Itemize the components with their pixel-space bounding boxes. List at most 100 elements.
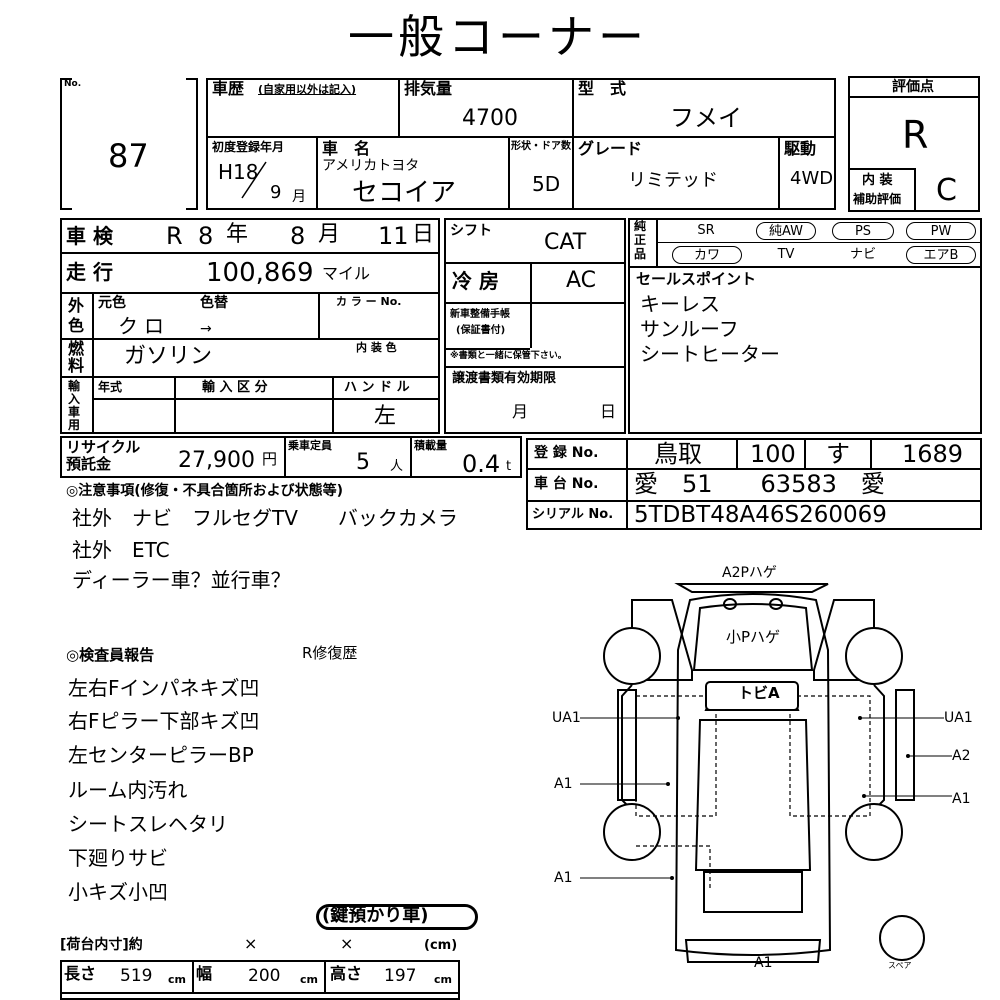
inspector-line-4: ルーム内汚れ <box>68 778 188 802</box>
import-type-label: 輸 入 区 分 <box>202 380 268 395</box>
car-maker: アメリカトヨタ <box>322 158 420 174</box>
registration-box <box>526 438 982 530</box>
import-label-2: 入 <box>68 392 81 406</box>
registration-class: 100 <box>750 440 796 468</box>
notes-line-2: 社外 ETC <box>72 538 170 562</box>
changed-color-arrow: → <box>200 321 212 337</box>
original-color-label: 元色 <box>98 295 126 311</box>
key-badge-text: (鍵預かり車) <box>322 905 429 926</box>
sales-point-1: キーレス <box>640 292 720 316</box>
model-code-value: フメイ <box>670 104 742 132</box>
car-name-label: 車 名 <box>322 139 371 158</box>
cargo-height-cm: cm <box>434 973 452 986</box>
inspection-day-unit: 日 <box>412 222 435 247</box>
notes-label: ◎注意事項(修復・不具合箇所および状態等) <box>66 483 344 499</box>
inspector-line-1: 左右Fインパネキズ凹 <box>68 676 260 700</box>
color-no-label: カ ラ ー No. <box>336 295 402 308</box>
diagram-a2p: A2Pハゲ <box>722 565 777 581</box>
genuine-label-1: 純 <box>634 219 647 233</box>
inspection-month-unit: 月 <box>318 222 341 247</box>
ac-label: 冷 房 <box>452 269 499 293</box>
inspection-day: 11 <box>378 222 409 250</box>
capacity-label: 乗車定員 <box>288 439 332 452</box>
sales-points-label: セールスポイント <box>636 270 757 288</box>
diagram-windshield: トビA <box>738 684 780 702</box>
equipment-box <box>444 218 626 434</box>
history-note: (自家用以外は記入) <box>258 83 357 96</box>
first-registration-month: 9 <box>270 182 282 203</box>
maintenance-label2: (保証書付) <box>456 325 506 336</box>
handle-value: 左 <box>374 404 397 429</box>
notes-line-3: ディーラー車？並行車？ <box>72 568 291 592</box>
lot-label: No. <box>64 79 82 89</box>
transfer-docs-label: 譲渡書類有効期限 <box>452 371 557 386</box>
option-leather: カワ <box>672 246 742 264</box>
car-name-value: セコイア <box>352 178 457 208</box>
first-registration-month-unit: 月 <box>292 189 306 205</box>
inspector-line-3: 左センターピラーBP <box>68 743 254 767</box>
interior-rating-label2: 補助評価 <box>853 192 902 206</box>
date-slash <box>241 161 267 199</box>
chassis-value: 愛 51 63583 愛 <box>634 470 885 498</box>
maintenance-note: ※書類と一緒に保管下さい。 <box>450 351 567 361</box>
options-box <box>628 218 982 434</box>
grade-label: グレード <box>578 139 643 158</box>
drive-label: 駆動 <box>784 139 817 158</box>
inspector-line-5: シートスレヘタリ <box>68 812 228 836</box>
shift-label: シフト <box>450 223 492 239</box>
inspection-box <box>60 218 440 434</box>
registration-number: 1689 <box>902 440 964 468</box>
mileage-unit: マイル <box>322 264 371 283</box>
import-year-label: 年式 <box>98 380 123 394</box>
body-value: 5D <box>532 172 561 196</box>
diagram-left-1: UA1 <box>552 710 581 726</box>
transfer-docs-day-unit: 日 <box>600 402 617 421</box>
drive-value: 4WD <box>790 168 834 189</box>
inspector-line-6: 下廻りサビ <box>68 846 168 870</box>
ac-value: AC <box>566 268 597 293</box>
handle-label: ハ ン ド ル <box>344 380 410 395</box>
mileage-label: 走 行 <box>66 260 113 284</box>
exterior-label-1: 外 <box>68 296 85 315</box>
option-sr: SR <box>697 223 715 238</box>
serial-label: シリアル No. <box>532 507 614 522</box>
registration-region: 鳥取 <box>654 440 702 468</box>
notes-line-1: 社外 ナビ フルセグTV バックカメラ <box>72 506 458 530</box>
option-ps: PS <box>832 222 894 240</box>
registration-label: 登 録 No. <box>534 445 599 461</box>
capacity-value: 5 <box>356 450 370 475</box>
option-genuine-aw: 純AW <box>756 222 816 240</box>
cargo-length-cm: cm <box>168 973 186 986</box>
import-label-4: 用 <box>68 418 81 432</box>
diagram-roof: 小Pハゲ <box>726 628 781 646</box>
recycle-box <box>60 436 522 478</box>
inspection-label: 車 検 <box>66 224 113 248</box>
cargo-height: 197 <box>384 966 417 986</box>
lot-bracket-left <box>60 78 72 210</box>
model-code-label: 型 式 <box>578 79 627 98</box>
recycle-label: リサイクル <box>66 438 141 456</box>
inspector-line-2: 右Fピラー下部キズ凹 <box>68 709 260 733</box>
import-label-1: 輸 <box>68 379 81 393</box>
cargo-times-1: × <box>244 934 258 953</box>
vehicle-info-box <box>206 78 836 210</box>
mileage-value: 100,869 <box>206 258 314 288</box>
displacement-label: 排気量 <box>404 79 453 98</box>
serial-value: 5TDBT48A46S260069 <box>634 502 887 528</box>
interior-rating-value: C <box>936 173 957 208</box>
cargo-times-2: × <box>340 934 354 953</box>
diagram-rear: A1 <box>754 955 773 971</box>
interior-color-label: 内 装 色 <box>356 341 397 354</box>
fuel-label-2: 料 <box>68 356 85 375</box>
load-value: 0.4 <box>462 450 501 478</box>
inspection-era: R <box>166 222 183 250</box>
transfer-docs-month-unit: 月 <box>512 402 529 421</box>
changed-color-label: 色替 <box>200 295 228 311</box>
cargo-unit: (cm) <box>424 938 458 953</box>
diagram-spare: スペア <box>888 961 912 970</box>
displacement-value: 4700 <box>462 106 518 131</box>
rating-label: 評価点 <box>892 79 934 95</box>
body-label: 形状・ドア数 <box>511 141 571 152</box>
option-airbag: エアB <box>906 246 976 264</box>
diagram-right-1: UA1 <box>944 710 973 726</box>
